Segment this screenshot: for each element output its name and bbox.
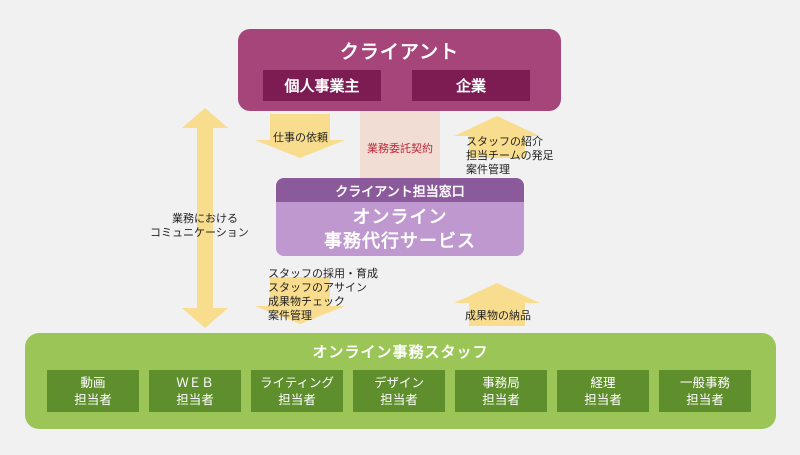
role-design: デザイン 担当者 — [353, 370, 445, 412]
client-title: クライアント — [339, 40, 460, 63]
management-label: スタッフの採用・育成 スタッフのアサイン 成果物チェック 案件管理 — [268, 267, 378, 323]
contract-strip — [360, 111, 440, 181]
role-general-office: 一般事務 担当者 — [659, 370, 751, 412]
role-web-line-2: 担当者 — [176, 392, 214, 407]
role-writing: ライティング 担当者 — [251, 370, 343, 412]
communication-arrow — [182, 108, 228, 328]
delivery-label: 成果物の納品 — [465, 309, 531, 322]
role-secretariat-line-2: 担当者 — [482, 392, 520, 407]
request-label: 仕事の依頼 — [273, 131, 328, 144]
communication-label: 業務における コミュニケーション — [150, 212, 280, 240]
management-line-1: スタッフの採用・育成 — [268, 267, 378, 280]
role-writing-line-1: ライティング — [259, 375, 334, 390]
role-design-line-1: デザイン — [373, 375, 424, 390]
role-accounting-line-1: 経理 — [590, 375, 616, 390]
role-general-office-line-2: 担当者 — [686, 392, 724, 407]
role-web: ＷＥＢ 担当者 — [149, 370, 241, 412]
communication-line-1: 業務における — [172, 212, 238, 225]
role-accounting: 経理 担当者 — [557, 370, 649, 412]
contract-label: 業務委託契約 — [367, 142, 433, 155]
introduction-label: スタッフの紹介 担当チームの発足 案件管理 — [466, 135, 554, 177]
introduction-line-2: 担当チームの発足 — [466, 149, 554, 162]
role-web-line-1: ＷＥＢ — [176, 375, 214, 390]
service-name: オンライン 事務代行サービス — [276, 204, 524, 256]
role-design-line-2: 担当者 — [380, 392, 418, 407]
role-secretariat: 事務局 担当者 — [455, 370, 547, 412]
service-name-line-1: オンライン — [352, 207, 448, 228]
role-general-office-line-1: 一般事務 — [679, 375, 730, 390]
communication-line-2: コミュニケーション — [150, 226, 249, 239]
service-name-line-2: 事務代行サービス — [324, 231, 476, 252]
role-accounting-line-2: 担当者 — [584, 392, 622, 407]
role-writing-line-2: 担当者 — [278, 392, 316, 407]
management-arrow — [255, 277, 345, 324]
role-video-line-1: 動画 — [80, 375, 106, 390]
management-line-3: 成果物チェック — [268, 295, 345, 308]
role-video-line-2: 担当者 — [74, 392, 112, 407]
agency-header: クライアント担当窓口 — [276, 178, 524, 202]
introduction-line-1: スタッフの紹介 — [466, 135, 543, 148]
introduction-arrow — [454, 116, 540, 158]
request-arrow — [255, 114, 345, 158]
staff-title: オンライン事務スタッフ — [312, 342, 489, 361]
management-line-4: 案件管理 — [268, 309, 312, 322]
role-secretariat-line-1: 事務局 — [482, 375, 520, 390]
client-type-company: 企業 — [412, 70, 530, 101]
introduction-line-3: 案件管理 — [466, 163, 510, 176]
management-line-2: スタッフのアサイン — [268, 281, 367, 294]
delivery-arrow — [454, 283, 540, 326]
role-video: 動画 担当者 — [47, 370, 139, 412]
client-type-individual: 個人事業主 — [263, 70, 381, 101]
